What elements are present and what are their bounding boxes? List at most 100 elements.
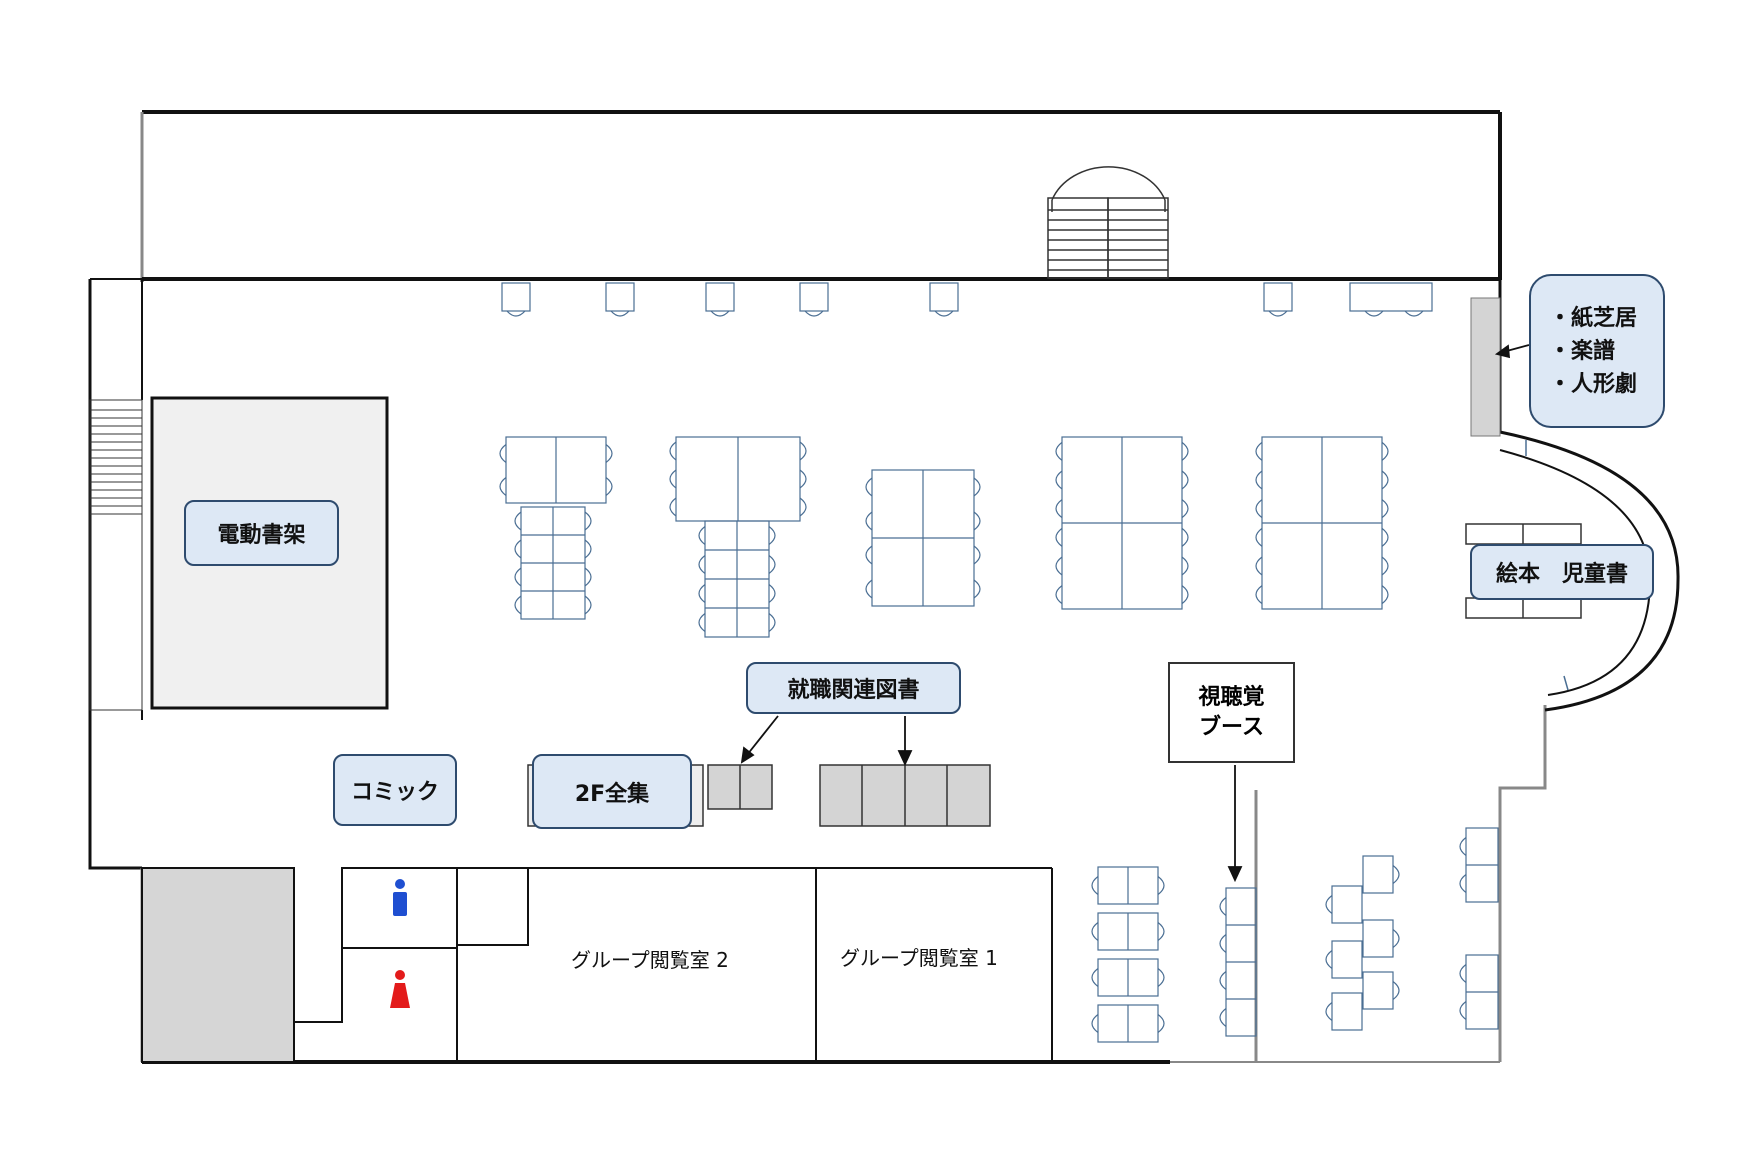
chair	[514, 539, 522, 559]
chair	[1055, 527, 1063, 547]
table	[1362, 919, 1394, 958]
chair	[698, 584, 706, 603]
chair	[605, 444, 613, 463]
male-restroom-icon	[393, 879, 407, 916]
chair	[973, 579, 981, 599]
chair	[1268, 310, 1288, 317]
chair	[768, 613, 776, 632]
study-carrel	[501, 282, 531, 312]
chair	[584, 511, 592, 531]
group-room-1-label[interactable]: グループ閲覧室 1	[840, 946, 998, 970]
chair	[1157, 1014, 1165, 1033]
chair	[1392, 929, 1400, 948]
chair	[1055, 556, 1063, 576]
chair	[973, 477, 981, 497]
chair	[1381, 556, 1389, 576]
chair	[1381, 585, 1389, 605]
chair	[799, 497, 807, 517]
chair	[1181, 527, 1189, 547]
chair	[605, 477, 613, 496]
study-carrel	[605, 282, 635, 312]
chair	[1219, 934, 1227, 953]
restrooms	[294, 867, 1053, 1062]
chair	[1255, 527, 1263, 547]
top-staircase	[1047, 166, 1169, 279]
chair	[1181, 585, 1189, 605]
group-room-2-label[interactable]: グループ閲覧室 2	[571, 948, 729, 972]
chair	[799, 469, 807, 489]
chair	[1381, 470, 1389, 490]
chair	[1091, 876, 1099, 895]
chair	[1381, 441, 1389, 461]
chair	[1392, 865, 1400, 884]
chair	[973, 511, 981, 531]
kamishibai-shelf	[1470, 297, 1501, 437]
chair	[1404, 310, 1424, 317]
chair	[1255, 499, 1263, 519]
chair	[1157, 876, 1165, 895]
job-books-label[interactable]: 就職関連図書	[746, 662, 961, 714]
chair	[514, 595, 522, 615]
chair	[584, 595, 592, 615]
chair	[1459, 837, 1467, 856]
chair	[768, 584, 776, 603]
chair	[1459, 964, 1467, 983]
chair	[698, 526, 706, 545]
chair	[1055, 470, 1063, 490]
zenshu-2f-label[interactable]: 2F全集	[532, 754, 692, 829]
chair	[1157, 922, 1165, 941]
chair	[1181, 499, 1189, 519]
chair	[804, 310, 824, 317]
chair	[865, 511, 873, 531]
chair	[669, 497, 677, 517]
table	[1331, 940, 1363, 979]
chair	[1055, 441, 1063, 461]
chair	[1091, 968, 1099, 987]
chair	[698, 613, 706, 632]
chair	[514, 511, 522, 531]
kamishibai-label[interactable]: ・紙芝居 ・楽譜 ・人形劇	[1529, 274, 1665, 428]
chair	[610, 310, 630, 317]
chair	[1181, 556, 1189, 576]
study-carrel	[705, 282, 735, 312]
chair	[1219, 1008, 1227, 1027]
job-books-shelves	[707, 764, 991, 827]
top-band	[140, 110, 1502, 281]
chair	[1255, 441, 1263, 461]
chair	[1219, 897, 1227, 916]
comic-label[interactable]: コミック	[333, 754, 457, 826]
chair	[499, 477, 507, 496]
av-booth-line2: ブース	[1199, 714, 1264, 740]
picture-books-label[interactable]: 絵本 児童書	[1470, 544, 1654, 600]
female-restroom-icon	[390, 970, 410, 1008]
chair	[584, 567, 592, 587]
electric-shelving-label[interactable]: 電動書架	[184, 500, 339, 566]
table	[1362, 855, 1394, 894]
chair	[1255, 556, 1263, 576]
chair	[1325, 950, 1333, 969]
chair	[1381, 499, 1389, 519]
ningyogeki-text: ・人形劇	[1549, 371, 1638, 397]
left-staircase	[89, 399, 143, 711]
chair	[865, 579, 873, 599]
chair	[1055, 499, 1063, 519]
chair	[1325, 895, 1333, 914]
chair	[1364, 310, 1384, 317]
reading-tables	[499, 282, 1499, 1043]
chair	[865, 477, 873, 497]
chair	[710, 310, 730, 317]
chair	[768, 555, 776, 574]
picture-book-shelves	[1465, 523, 1582, 619]
study-carrel	[929, 282, 959, 312]
pointer-arrows	[740, 344, 1530, 883]
chair	[1392, 981, 1400, 1000]
chair	[1091, 1014, 1099, 1033]
chair	[669, 441, 677, 461]
table	[1331, 885, 1363, 924]
kamishibai-text: ・紙芝居	[1549, 305, 1638, 331]
chair	[865, 545, 873, 565]
chair	[1255, 585, 1263, 605]
av-booth[interactable]: 視聴覚 ブース	[1168, 662, 1295, 763]
chair	[506, 310, 526, 317]
chair	[1157, 968, 1165, 987]
